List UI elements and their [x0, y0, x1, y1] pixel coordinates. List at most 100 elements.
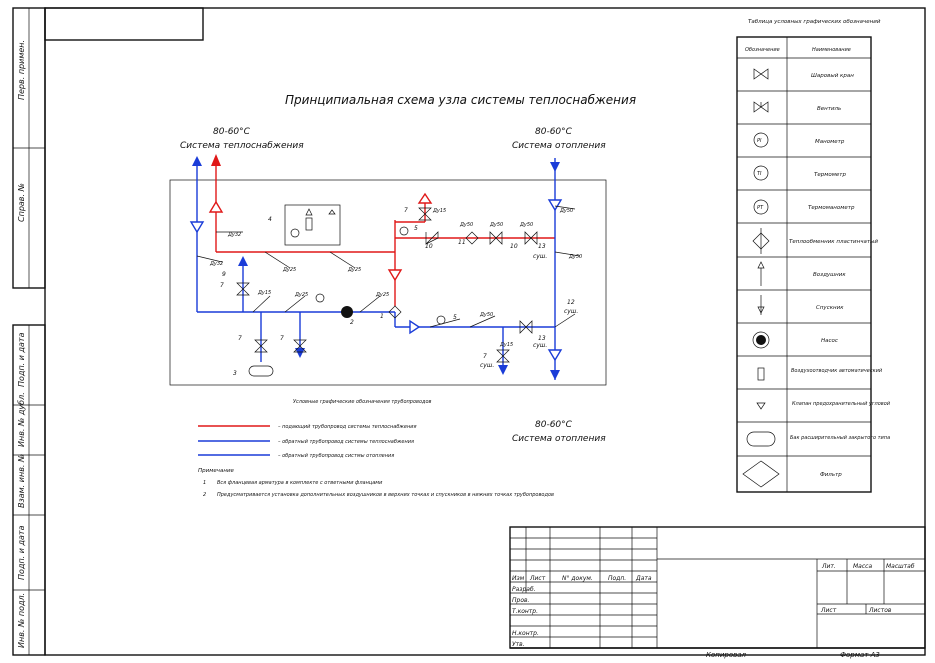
legend-item-1: – подающий трубопровод системы теплоснаб…: [278, 424, 417, 430]
expansion-tank-icon: [746, 431, 776, 447]
callout-9: 9: [222, 271, 226, 278]
tb-col-list: Лист: [529, 575, 546, 582]
symbol-name-10: Клапан предохранительный угловой: [792, 401, 891, 407]
callout-13b: 13: [538, 335, 546, 342]
temp-right-bottom: 80-60°C: [535, 420, 573, 430]
tb-col-sign: Подп.: [608, 575, 626, 582]
return-pipe-heat: [189, 158, 395, 362]
tb-row-razrab: Разраб.: [512, 586, 536, 593]
legend-title: Условные графические обозначения трубопр…: [293, 399, 432, 405]
legend-item-2: – обратный трубопровод системы теплоснаб…: [278, 439, 414, 445]
label-right-bottom: Система отопления: [512, 434, 606, 444]
label-right-top: Система отопления: [512, 141, 606, 151]
pipe-label-5: Ду15: [257, 290, 271, 296]
leader-lines: [196, 205, 581, 328]
control-box: [284, 204, 341, 246]
drain-label-3: суш.: [533, 342, 547, 349]
valves: [236, 207, 538, 363]
heat-scheme: 80-60°C Система теплоснабжения 80-60°C С…: [169, 127, 607, 444]
callout-7c: 7: [280, 335, 284, 342]
gate-valve-icon: [753, 101, 769, 113]
title-block: Изм Лист N° докум. Подп. Дата Разраб. Пр…: [509, 526, 926, 659]
pipe-label-9: Ду50: [459, 222, 473, 228]
ball-valve-icon: [753, 68, 769, 80]
callout-5a: 5: [414, 225, 418, 232]
symbol-name-3: Термометр: [814, 172, 846, 178]
sheet-frame: [12, 7, 926, 656]
side-label-0: Перв. примен.: [17, 40, 26, 100]
note-num-1: 1: [203, 480, 206, 486]
callout-4: 4: [268, 216, 272, 223]
thermomanometer-1: [399, 226, 409, 236]
pipe-label-8: Ду50: [479, 312, 493, 318]
symbols-header-mark: Обозначение: [745, 47, 780, 53]
pump-icon: [341, 306, 353, 318]
callout-13a: 13: [538, 243, 546, 250]
side-label-3: Инв. № дубл.: [17, 392, 26, 447]
bypass-junction: [388, 305, 402, 319]
callout-7a: 7: [220, 282, 224, 289]
tb-row-nkontr: Н.контр.: [512, 630, 539, 637]
symbol-name-6: Воздушник: [813, 272, 846, 278]
pipe-label-7: Ду25: [375, 292, 389, 298]
symbol-name-1: Вентиль: [817, 106, 841, 112]
pipe-label-3: Ду25: [282, 267, 296, 273]
symbol-name-9: Воздухоотводчик автоматический: [791, 368, 883, 374]
pipe-label-15: Ду15: [499, 342, 513, 348]
callout-7b: 7: [238, 335, 242, 342]
note-text-1: Вся фланцевая арматура в комплекте с отв…: [217, 480, 383, 486]
pt-mark: PT: [757, 205, 764, 211]
symbol-name-11: Бак расширительный закрытого типа: [790, 435, 890, 441]
tb-row-tkontr: Т.контр.: [512, 608, 538, 615]
thermometer-icon: [753, 165, 769, 181]
symbols-header-name: Наименование: [812, 47, 851, 53]
pipe-label-2: Ду32: [209, 261, 223, 267]
callout-7e: 7: [483, 353, 487, 360]
tb-scale: Масштаб: [886, 563, 915, 570]
pipe-label-4: Ду25: [347, 267, 361, 273]
pipe-labels: Ду32 Ду32 Ду25 Ду25 Ду15 Ду25 Ду25 Ду50 …: [209, 208, 582, 348]
callout-10a: 10: [425, 243, 433, 250]
pipe-label-13: Ду50: [568, 254, 582, 260]
callouts: 1 2 3 4 5 5 7 7 7 7 7 9 10 10 11 12 13 1…: [220, 207, 578, 377]
pump-icon: [752, 331, 770, 349]
auto-air-vent-icon: [757, 367, 765, 381]
side-label-2: Подп. и дата: [17, 332, 26, 387]
filter-icon: [742, 460, 780, 488]
air-vent-icon: [757, 261, 765, 269]
side-label-1: Справ. №: [17, 183, 26, 222]
tb-row-utv: Утв.: [512, 641, 525, 648]
drain-label-2: суш.: [564, 308, 578, 315]
symbol-name-4: Термоманометр: [808, 205, 855, 211]
callout-5b: 5: [453, 314, 457, 321]
side-label-5: Подп. и дата: [17, 525, 26, 580]
tb-mass: Масса: [853, 563, 872, 570]
pipe-label-10: Ду50: [489, 222, 503, 228]
node-boundary: [169, 179, 607, 386]
callout-11: 11: [458, 239, 466, 246]
pi-mark: PI: [757, 138, 762, 144]
tb-format: Формат А3: [840, 651, 880, 659]
pipe-label-14: Ду15: [432, 208, 446, 214]
symbol-name-8: Насос: [821, 338, 838, 344]
scheme-title: Принципиальная схема узла системы теплос…: [285, 93, 636, 107]
pipe-label-11: Ду50: [519, 222, 533, 228]
tb-sheet: Лист: [820, 607, 837, 614]
callout-7d: 7: [404, 207, 408, 214]
expansion-tank: [248, 365, 274, 377]
ti-mark: TI: [757, 171, 762, 177]
safety-valve-icon: [756, 402, 766, 410]
thermomanometer-icon: [753, 199, 769, 215]
tb-copied: Копировал: [706, 651, 747, 659]
side-stamp-labels: Перв. примен. Справ. № Подп. и дата Инв.…: [17, 40, 26, 648]
pipe-label-1: Ду32: [227, 232, 241, 238]
pipe-label-12: Ду50: [559, 208, 573, 214]
symbol-name-0: Шаровый кран: [811, 73, 854, 79]
tb-col-doc: N° докум.: [562, 575, 593, 582]
callout-3: 3: [233, 370, 237, 377]
supply-pipe: [208, 158, 555, 306]
manometer-icon: [753, 132, 769, 148]
temp-right-top: 80-60°C: [535, 127, 573, 137]
drain-label-1: суш.: [533, 253, 547, 260]
